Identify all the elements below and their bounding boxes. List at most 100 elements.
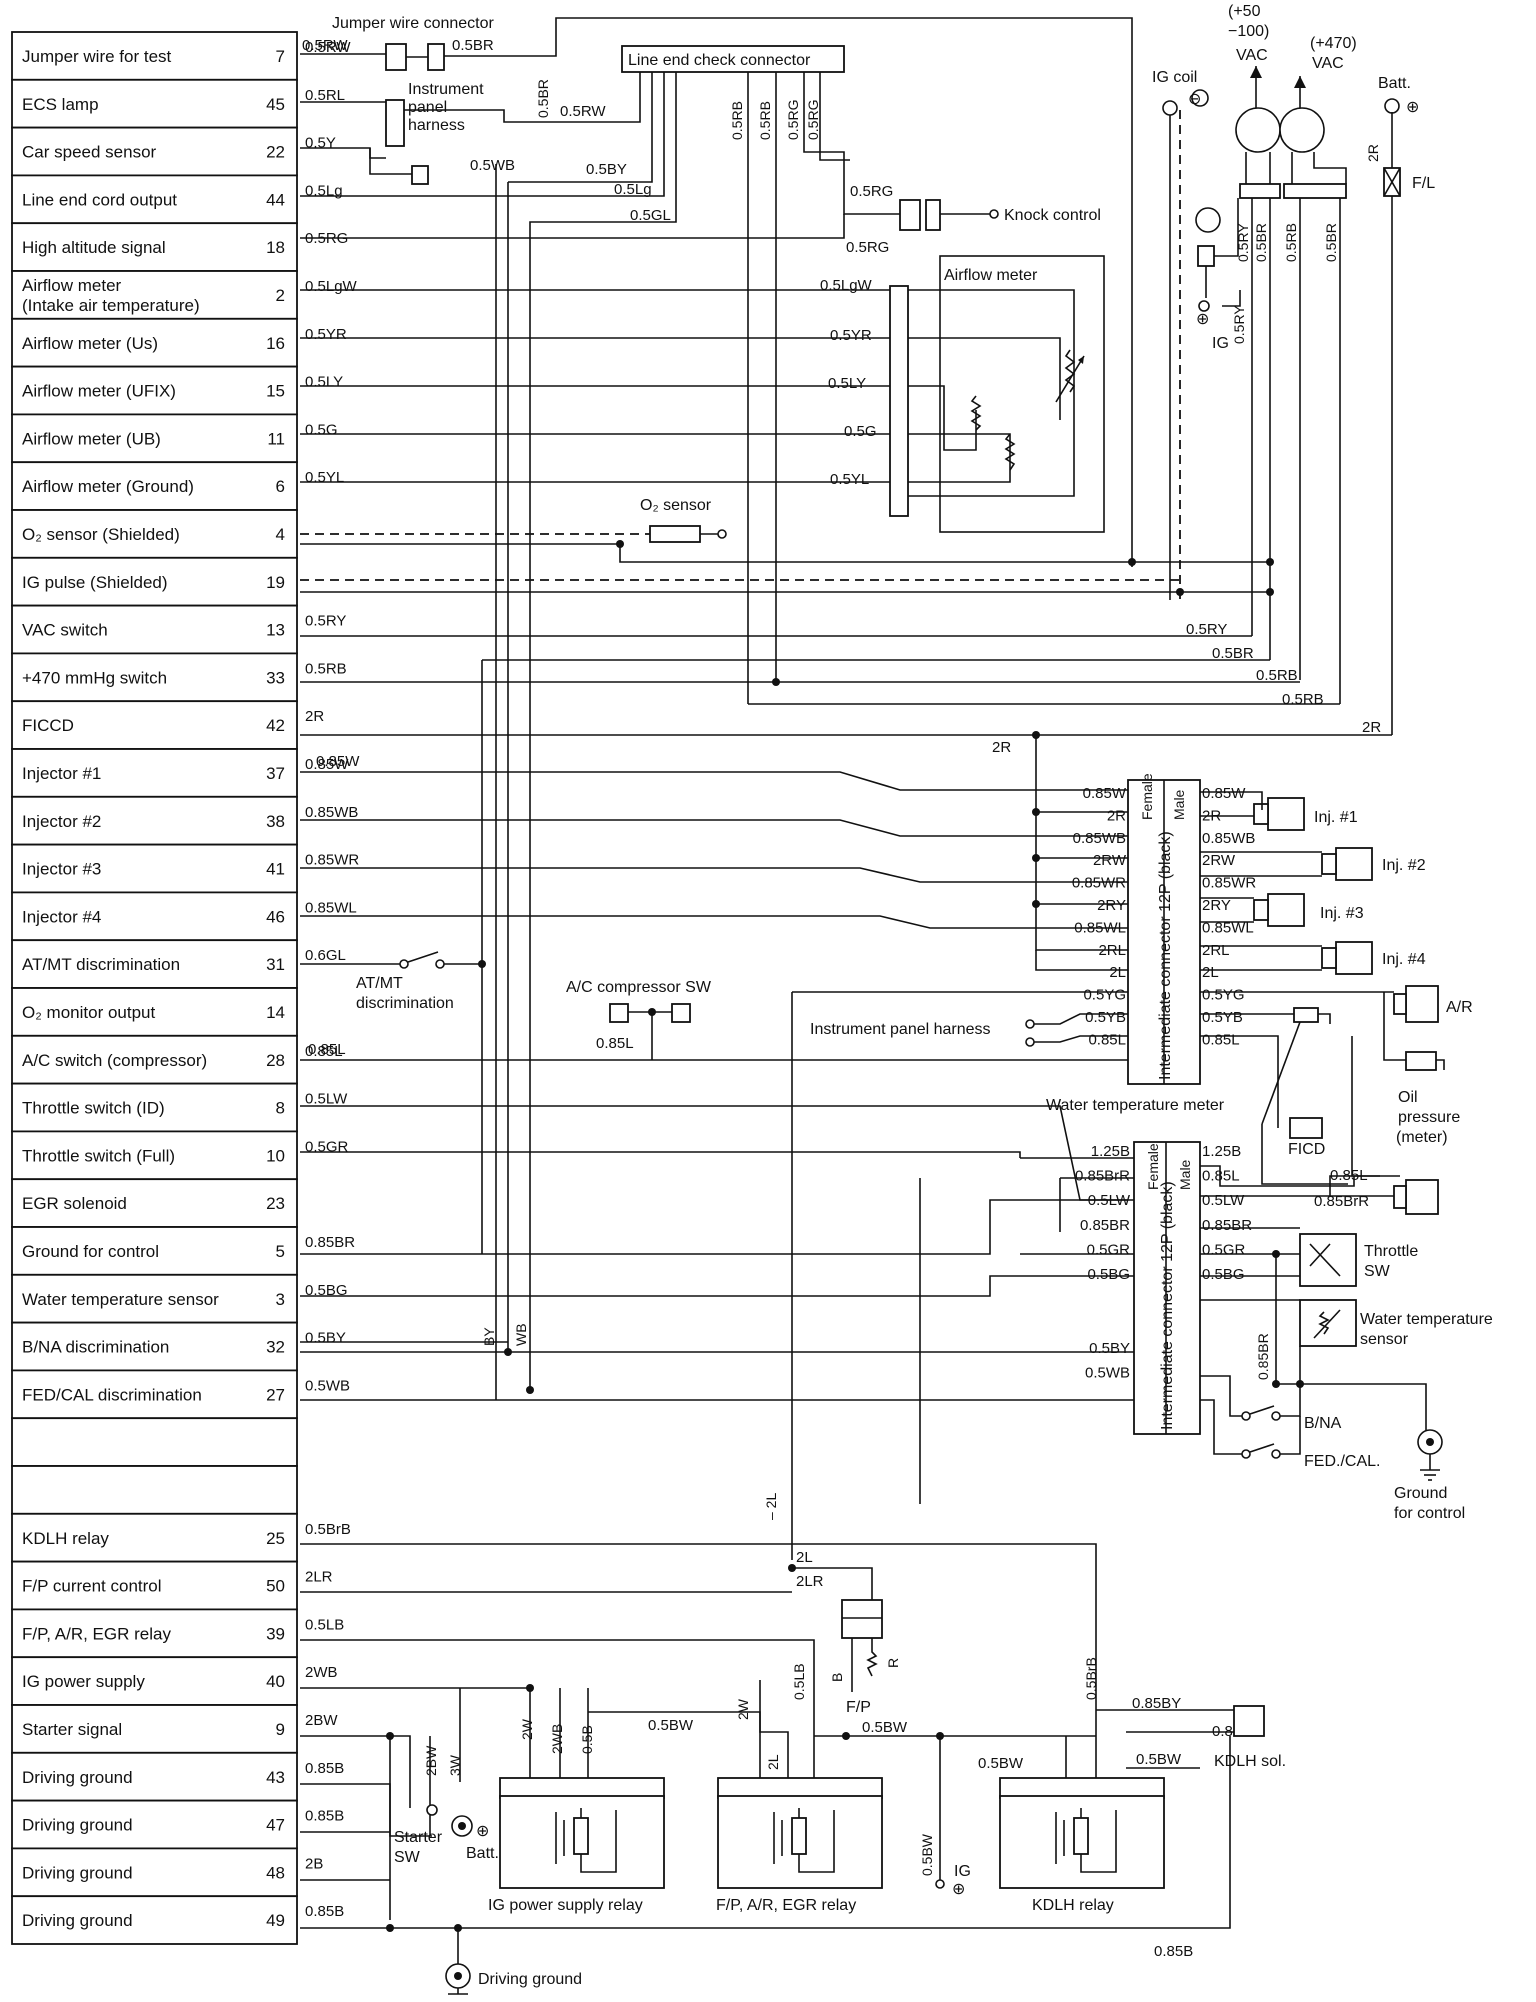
terminal-number: 38 bbox=[266, 812, 285, 831]
injector4-connector bbox=[1335, 941, 1373, 975]
bottom-05bw-a: 0.5BW bbox=[648, 1717, 694, 1734]
wire-label-05yr: 0.5YR bbox=[830, 327, 872, 344]
c1-pin-left: 2RY bbox=[1097, 897, 1126, 914]
terminal-label: Injector #1 bbox=[22, 764, 101, 783]
bottom-05bw-d: 0.5BW bbox=[1136, 1751, 1182, 1768]
jumper-connector-male bbox=[427, 43, 445, 71]
throttle-switch bbox=[1299, 1233, 1357, 1287]
terminal-label: ECS lamp bbox=[22, 95, 99, 114]
wire-05br-loop bbox=[444, 17, 1133, 567]
kdlh-relay-label: KDLH relay bbox=[1032, 1897, 1114, 1914]
terminal-number: 42 bbox=[266, 716, 285, 735]
vac2-switch bbox=[1279, 107, 1325, 153]
terminal-label: +470 mmHg switch bbox=[22, 668, 167, 687]
terminal-wire-label: 0.85W bbox=[305, 756, 349, 773]
ig-coil-label: IG coil bbox=[1152, 69, 1197, 86]
terminal-label: FED/CAL discrimination bbox=[22, 1385, 202, 1404]
terminal-wire-label: 0.5BrB bbox=[305, 1521, 351, 1538]
terminal-row bbox=[11, 317, 298, 368]
c1-pin-right: 2RL bbox=[1202, 942, 1230, 959]
airflow-us bbox=[908, 337, 1061, 420]
terminal-label: Line end cord output bbox=[22, 190, 177, 209]
ac-sw-connector-b bbox=[671, 1003, 691, 1023]
terminal-wire-label: 0.5GR bbox=[305, 1138, 349, 1155]
bottom-3w-v: 3W bbox=[447, 1754, 463, 1776]
r1-2w-v: 2W bbox=[519, 1718, 535, 1740]
mid-section: AT/MT discrimination A/C compressor SW 0… bbox=[300, 951, 1128, 1520]
terminal-label: Ground for control bbox=[22, 1242, 159, 1261]
terminal-label: Jumper wire for test bbox=[22, 47, 172, 66]
wire-driving-ground bbox=[300, 1736, 1231, 1929]
terminal-number: 9 bbox=[276, 1720, 285, 1739]
bottom-05lb-v: 0.5LB bbox=[791, 1663, 807, 1700]
terminal-row bbox=[11, 748, 298, 798]
ac-compressor-label: A/C compressor SW bbox=[566, 979, 712, 996]
terminal-label: Driving ground bbox=[22, 1768, 133, 1787]
kdlh-solenoid bbox=[1233, 1705, 1265, 1737]
terminal-wire-label: 0.85WR bbox=[305, 852, 359, 869]
c1-pin-left: 2RL bbox=[1098, 942, 1126, 959]
terminal-wire-label: 0.5YR bbox=[305, 326, 347, 343]
c1-pin-left: 2R bbox=[1107, 807, 1126, 824]
terminal-row bbox=[11, 1178, 298, 1228]
water-sensor-label-2: sensor bbox=[1360, 1331, 1409, 1348]
ig-coil-neg-sign: ⊖ bbox=[1188, 91, 1201, 108]
airflow-ufix bbox=[908, 385, 977, 451]
connector2-body bbox=[1133, 1141, 1201, 1435]
terminal-row bbox=[11, 795, 298, 846]
ar-label: A/R bbox=[1446, 999, 1473, 1016]
terminal-wire-label: 0.5BG bbox=[305, 1282, 348, 1299]
terminal-wire-label: 2LR bbox=[305, 1569, 333, 1586]
wire-label-wb: WB bbox=[513, 1323, 529, 1346]
c2-pin-right: 0.5BG bbox=[1202, 1266, 1245, 1283]
injector2-label: Inj. #2 bbox=[1382, 857, 1426, 874]
c1-pin-right: 0.85WR bbox=[1202, 875, 1256, 892]
terminal-label: F/P current control bbox=[22, 1577, 162, 1596]
relay-coil bbox=[1073, 1817, 1089, 1855]
water-temp-meter bbox=[1293, 1007, 1319, 1023]
airflow-ub bbox=[908, 433, 1011, 470]
bna-label: B/NA bbox=[1304, 1415, 1342, 1432]
terminal-label: Airflow meter (Ground) bbox=[22, 477, 194, 496]
wire-label-05rg-b: 0.5RG bbox=[846, 239, 889, 256]
vac1-label-3: VAC bbox=[1236, 47, 1268, 64]
injector1-connector bbox=[1267, 797, 1305, 831]
wire-speed-branch bbox=[369, 148, 412, 175]
oil-label-2: pressure bbox=[1398, 1109, 1460, 1126]
wire-05lw bbox=[300, 1105, 1128, 1201]
terminal-wire-label: 0.85WB bbox=[305, 804, 358, 821]
connector1-right-labels: 0.85W2R0.85WB2RW0.85WR2RY0.85WL2RL2L0.5Y… bbox=[1202, 785, 1256, 1048]
c2-wire-085brr-r: 0.85BrR bbox=[1314, 1193, 1369, 1210]
airflow-connector bbox=[889, 285, 909, 517]
vac2-lead-b bbox=[1313, 152, 1347, 184]
line-end-connector-label: Line end check connector bbox=[628, 52, 811, 69]
terminal-label: Throttle switch (ID) bbox=[22, 1099, 165, 1118]
terminal-label: Starter signal bbox=[22, 1720, 122, 1739]
terminal-wire-label: 2R bbox=[305, 708, 324, 725]
bottom-085by: 0.85BY bbox=[1132, 1695, 1181, 1712]
terminal-label: A/C switch (compressor) bbox=[22, 1051, 207, 1070]
vac1-connector bbox=[1239, 183, 1281, 199]
c2-wire-085l-r: 0.85L bbox=[1330, 1167, 1368, 1184]
terminal-wire-label: 0.5Lg bbox=[305, 182, 343, 199]
wire-2bw bbox=[300, 1735, 411, 1808]
kdlh-sol-label: KDLH sol. bbox=[1214, 1753, 1286, 1770]
kdlh-relay-top bbox=[999, 1777, 1165, 1799]
c1-pin-left: 0.85W bbox=[1083, 785, 1127, 802]
terminal-wire-label: 0.85BR bbox=[305, 1234, 355, 1251]
terminal-number: 41 bbox=[266, 860, 285, 879]
terminal-wire-label: 0.85B bbox=[305, 1808, 344, 1825]
vac1-label-1: (+50 bbox=[1228, 3, 1261, 20]
atmt-label-1: AT/MT bbox=[356, 975, 403, 992]
wire-05lg bbox=[300, 72, 665, 197]
bottom-b: B bbox=[829, 1673, 845, 1682]
wire-label-05rw-b: 0.5RW bbox=[560, 103, 606, 120]
instrument-harness-label-1: Instrument bbox=[408, 81, 484, 98]
terminal-wire-label: 0.5LgW bbox=[305, 278, 358, 295]
terminal-number: 15 bbox=[266, 382, 285, 401]
terminal-number: 40 bbox=[266, 1672, 285, 1691]
wire-label-05ly: 0.5LY bbox=[828, 375, 866, 392]
c2-pin-left: 0.5BY bbox=[1089, 1340, 1130, 1357]
c1-pin-right: 0.85WB bbox=[1202, 830, 1255, 847]
terminal-label: Driving ground bbox=[22, 1816, 133, 1835]
